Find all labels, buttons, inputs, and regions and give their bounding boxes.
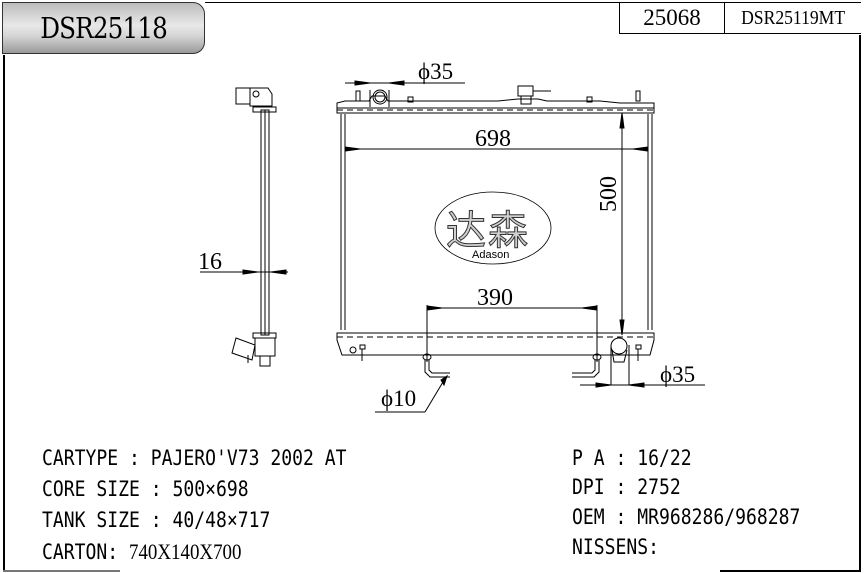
part-number-badge: DSR25118 xyxy=(2,2,205,54)
frame-left-border xyxy=(3,55,5,570)
dim-bottom-pipe: ϕ35 xyxy=(660,362,696,387)
spec-core-size: CORE SIZE : 500×698 xyxy=(42,477,249,501)
core xyxy=(340,112,653,336)
frame-bottom-border-right xyxy=(720,570,861,572)
spec-carton: CARTON: 740X140X700 xyxy=(42,539,242,564)
spec-cartype: CARTYPE : PAJERO'V73 2002 AT xyxy=(42,446,347,470)
frame-top-border xyxy=(205,2,861,3)
spec-tank-size: TANK SIZE : 40/48×717 xyxy=(42,508,271,532)
dim-width: 698 xyxy=(475,126,511,152)
spec-pa: P A : 16/22 xyxy=(572,446,692,470)
spec-oem: OEM : MR968286/968287 xyxy=(572,505,801,529)
spec-dpi: DPI : 2752 xyxy=(572,475,681,499)
spec-nissens: NISSENS: xyxy=(572,535,660,559)
frame-bottom-border-left xyxy=(3,570,120,572)
side-view xyxy=(200,87,288,367)
logo-text: Adason xyxy=(472,249,510,261)
dim-outlet-spacing: 390 xyxy=(477,285,513,311)
dim-core-thickness: 16 xyxy=(198,249,222,275)
bottom-tank xyxy=(336,305,705,413)
ref-number: 25068 xyxy=(643,5,701,30)
logo-chinese: 达森 xyxy=(446,208,530,255)
adason-logo xyxy=(434,191,552,265)
dim-top-pipe: ϕ35 xyxy=(418,59,454,84)
dim-small-pipe: ϕ10 xyxy=(381,386,417,411)
alt-part-number-box: DSR25119MT xyxy=(725,3,861,34)
ref-number-box: 25068 xyxy=(619,3,725,34)
alt-part-number: DSR25119MT xyxy=(740,6,845,29)
frame-right-border xyxy=(859,35,861,570)
dim-height: 500 xyxy=(596,176,622,212)
top-tank xyxy=(336,80,655,114)
radiator-drawing xyxy=(200,80,705,413)
part-number: DSR25118 xyxy=(40,11,168,45)
